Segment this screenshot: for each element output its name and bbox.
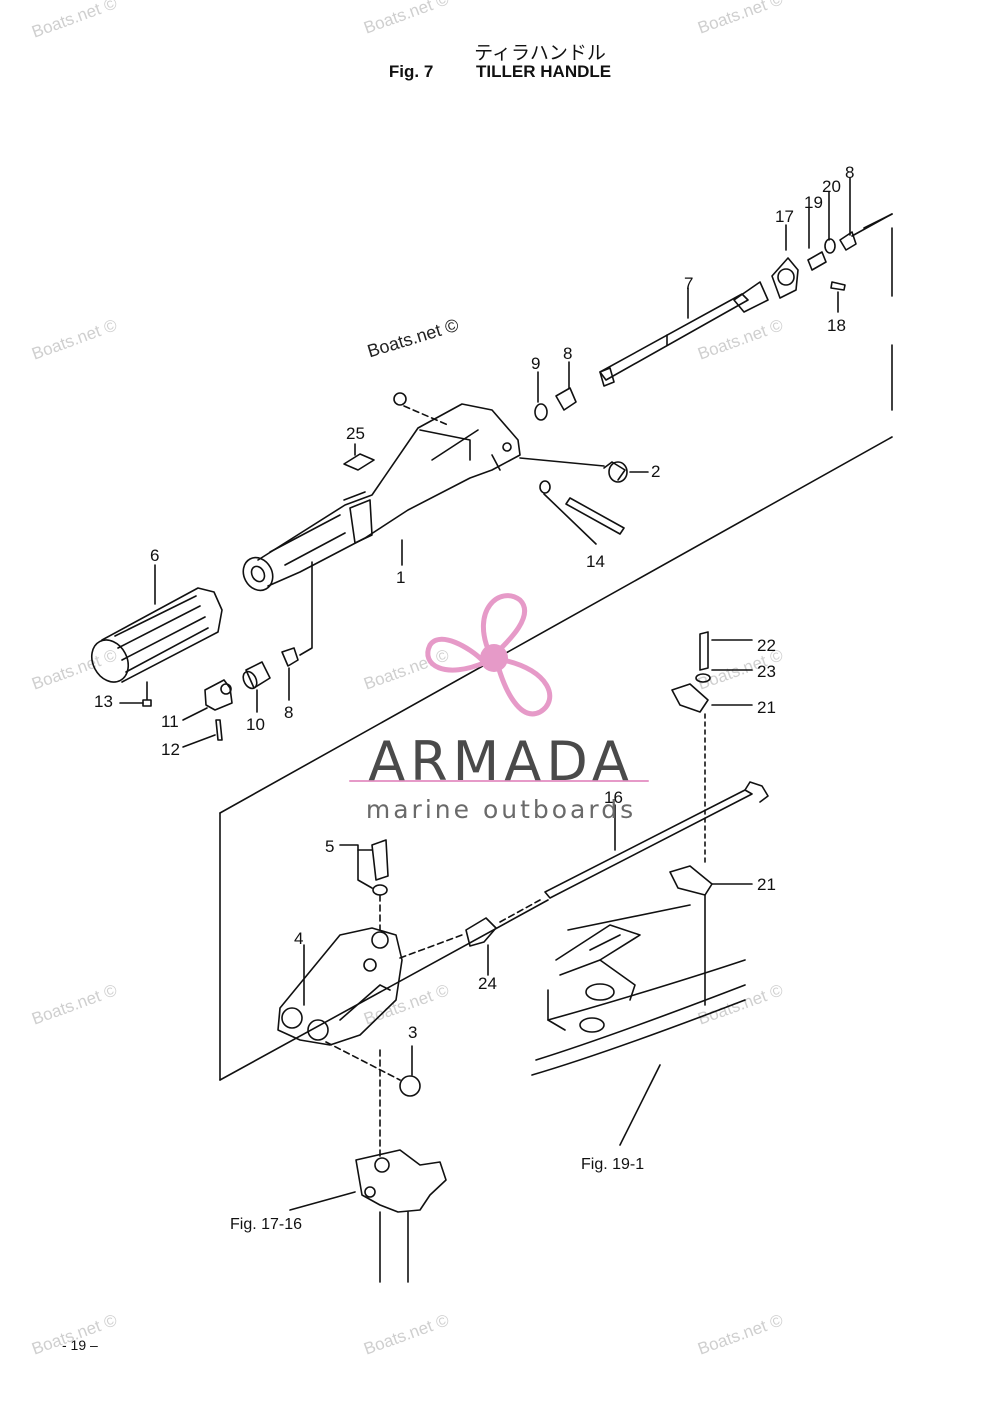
callout-13: 13 — [94, 692, 113, 711]
callout-3: 3 — [408, 1023, 418, 1042]
callout-1: 1 — [396, 568, 406, 587]
title-japanese: ティラハンドル — [474, 42, 606, 64]
swivel-bracket-reference — [289, 1049, 447, 1283]
callout-10: 10 — [246, 715, 265, 734]
callout-11: 11 — [161, 712, 179, 731]
fig-ref-19-1: Fig. 19-1 — [581, 1156, 645, 1173]
callout-5: 5 — [325, 837, 335, 856]
callout-14: 14 — [586, 552, 605, 571]
callout-17: 17 — [775, 207, 794, 226]
callout-7: 7 — [684, 274, 694, 293]
callout-25: 25 — [346, 424, 365, 443]
callout-9: 9 — [531, 354, 541, 373]
throttle-cable — [399, 781, 769, 976]
callout-12: 12 — [161, 740, 180, 759]
section-boundary-lines — [219, 213, 893, 1081]
callout-20: 20 — [822, 177, 841, 196]
figure-number: Fig. 7 — [388, 62, 434, 81]
pivot-hardware — [393, 361, 649, 545]
callout-18: 18 — [827, 316, 846, 335]
callout-6: 6 — [150, 546, 160, 565]
throttle-shaft — [599, 177, 893, 387]
tiller-handle-body — [242, 403, 521, 592]
callout-22: 22 — [757, 636, 776, 655]
figure-title: Fig. 7 TILLER HANDLE — [0, 62, 1000, 82]
callout-24: 24 — [478, 974, 497, 993]
page-number: - 19 – — [62, 1337, 98, 1353]
callout-8: 8 — [284, 703, 294, 722]
callout-19: 19 — [804, 193, 823, 212]
fig-ref-17-16: Fig. 17-16 — [230, 1216, 303, 1233]
armada-tagline: marine outboards — [365, 795, 637, 824]
engine-housing-reference — [531, 904, 746, 1146]
armada-logo-text: ARMADA — [368, 730, 634, 793]
link-plates — [669, 631, 753, 1006]
tiller-bracket — [277, 839, 421, 1097]
callout-4: 4 — [294, 929, 304, 948]
callout-23: 23 — [757, 662, 776, 681]
small-hardware — [119, 561, 313, 748]
callout-8: 8 — [563, 344, 573, 363]
callout-8: 8 — [845, 163, 855, 182]
callout-21: 21 — [757, 875, 776, 894]
armada-propeller-logo — [425, 593, 553, 717]
part-25-pad — [343, 453, 375, 471]
callout-16: 16 — [604, 788, 623, 807]
callout-21: 21 — [757, 698, 776, 717]
figure-title-text: TILLER HANDLE — [476, 62, 612, 81]
callout-2: 2 — [651, 462, 661, 481]
grip — [90, 564, 223, 683]
